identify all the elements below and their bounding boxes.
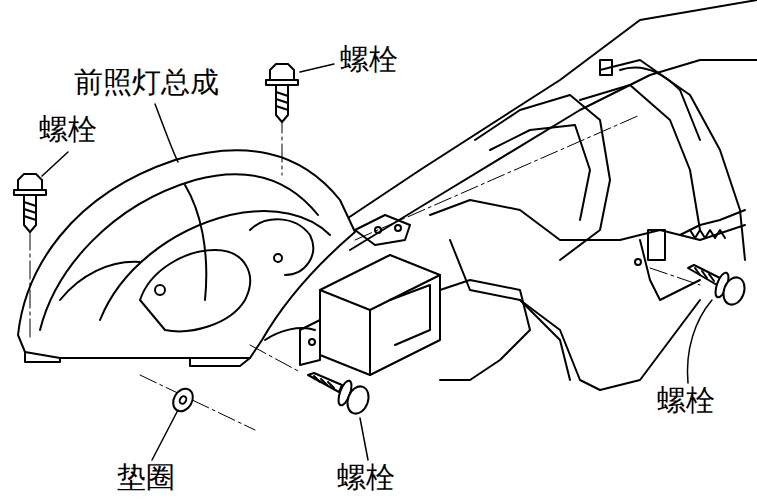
bolt-left: [14, 174, 46, 232]
bolt-bottom: [308, 373, 372, 417]
bolt-right: [688, 265, 748, 308]
callout-label: 垫圈: [115, 462, 177, 494]
part-label: 前照灯总成: [72, 67, 221, 99]
leader-lines: [42, 64, 712, 460]
headlight-assembly: [18, 150, 355, 366]
callout-label: 螺栓: [335, 462, 397, 494]
callout-label: 螺栓: [338, 44, 400, 76]
center-lines: [30, 115, 700, 430]
bolt-top: [266, 64, 298, 122]
callout-label: 螺栓: [37, 114, 99, 146]
body-structure: [300, 0, 757, 390]
washer: [169, 385, 197, 415]
callout-label: 螺栓: [655, 385, 717, 417]
